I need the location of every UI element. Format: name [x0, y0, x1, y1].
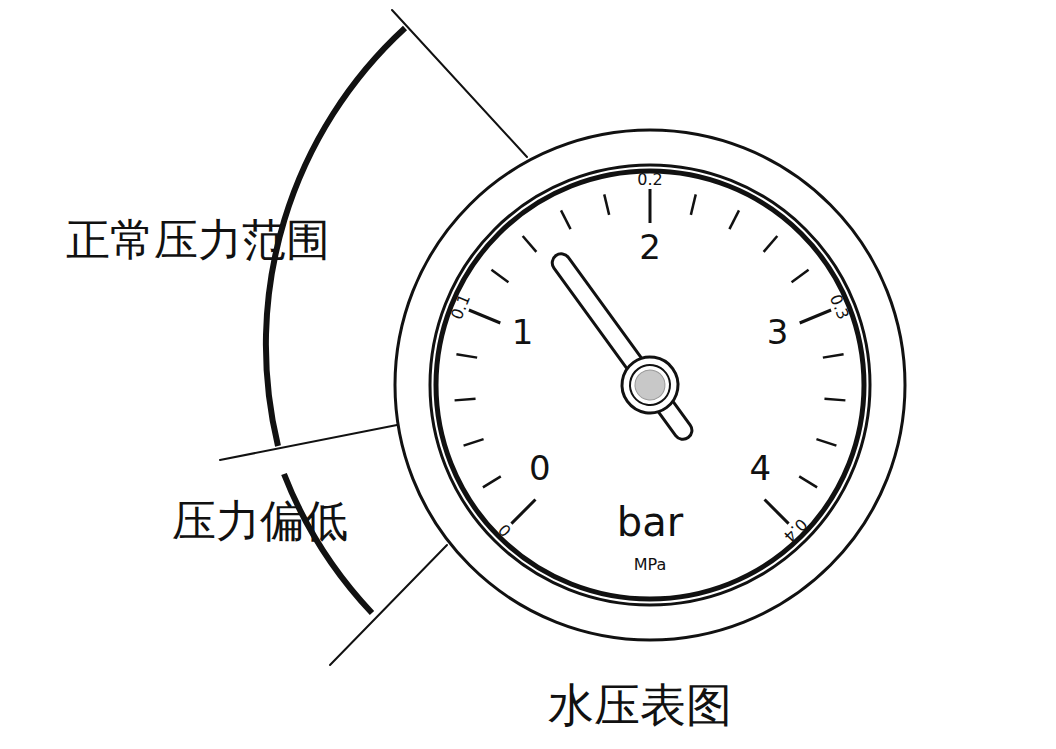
leader-line: [220, 425, 397, 460]
major-tick: [511, 500, 535, 524]
minor-tick: [764, 236, 778, 252]
major-tick: [800, 310, 831, 323]
caption: 水压表图: [548, 682, 732, 728]
minor-tick: [604, 194, 609, 214]
leader-line: [330, 545, 447, 665]
scale-number: 4: [749, 451, 771, 485]
minor-tick: [523, 236, 537, 252]
major-tick: [469, 310, 500, 323]
mpa-scale-number: 0.2: [637, 172, 662, 188]
minor-tick: [456, 354, 477, 357]
minor-tick: [464, 439, 484, 445]
needle-hub: [611, 346, 689, 424]
unit-label: bar: [617, 502, 683, 542]
minor-tick: [823, 354, 844, 357]
needle-body: [549, 250, 696, 443]
minor-tick: [561, 210, 571, 229]
scale-number: 1: [512, 315, 534, 349]
major-tick: [765, 500, 789, 524]
range-label: 正常压力范围: [66, 218, 330, 262]
minor-tick: [792, 270, 809, 282]
unit-label: MPa: [634, 557, 667, 573]
minor-tick: [455, 399, 476, 401]
minor-tick: [816, 439, 836, 445]
leader-line: [392, 10, 527, 157]
range-bracket: [284, 474, 372, 613]
scale-number: 0: [529, 451, 551, 485]
gauge-outer-ring: [395, 130, 905, 640]
minor-tick: [483, 476, 501, 487]
gauge-bezel: [430, 165, 870, 605]
gauge-dial-edge: [436, 171, 864, 599]
needle-hub: [622, 357, 678, 413]
minor-tick: [799, 476, 817, 487]
minor-tick: [491, 270, 508, 282]
minor-tick: [691, 194, 696, 214]
minor-tick: [729, 210, 739, 229]
scale-number: 2: [639, 230, 661, 264]
major-tick: [649, 189, 652, 223]
scale-ticks: [455, 189, 846, 524]
range-label: 压力偏低: [172, 499, 348, 543]
minor-tick: [824, 399, 845, 401]
needle-pivot: [629, 364, 671, 406]
scale-number: 3: [767, 315, 789, 349]
